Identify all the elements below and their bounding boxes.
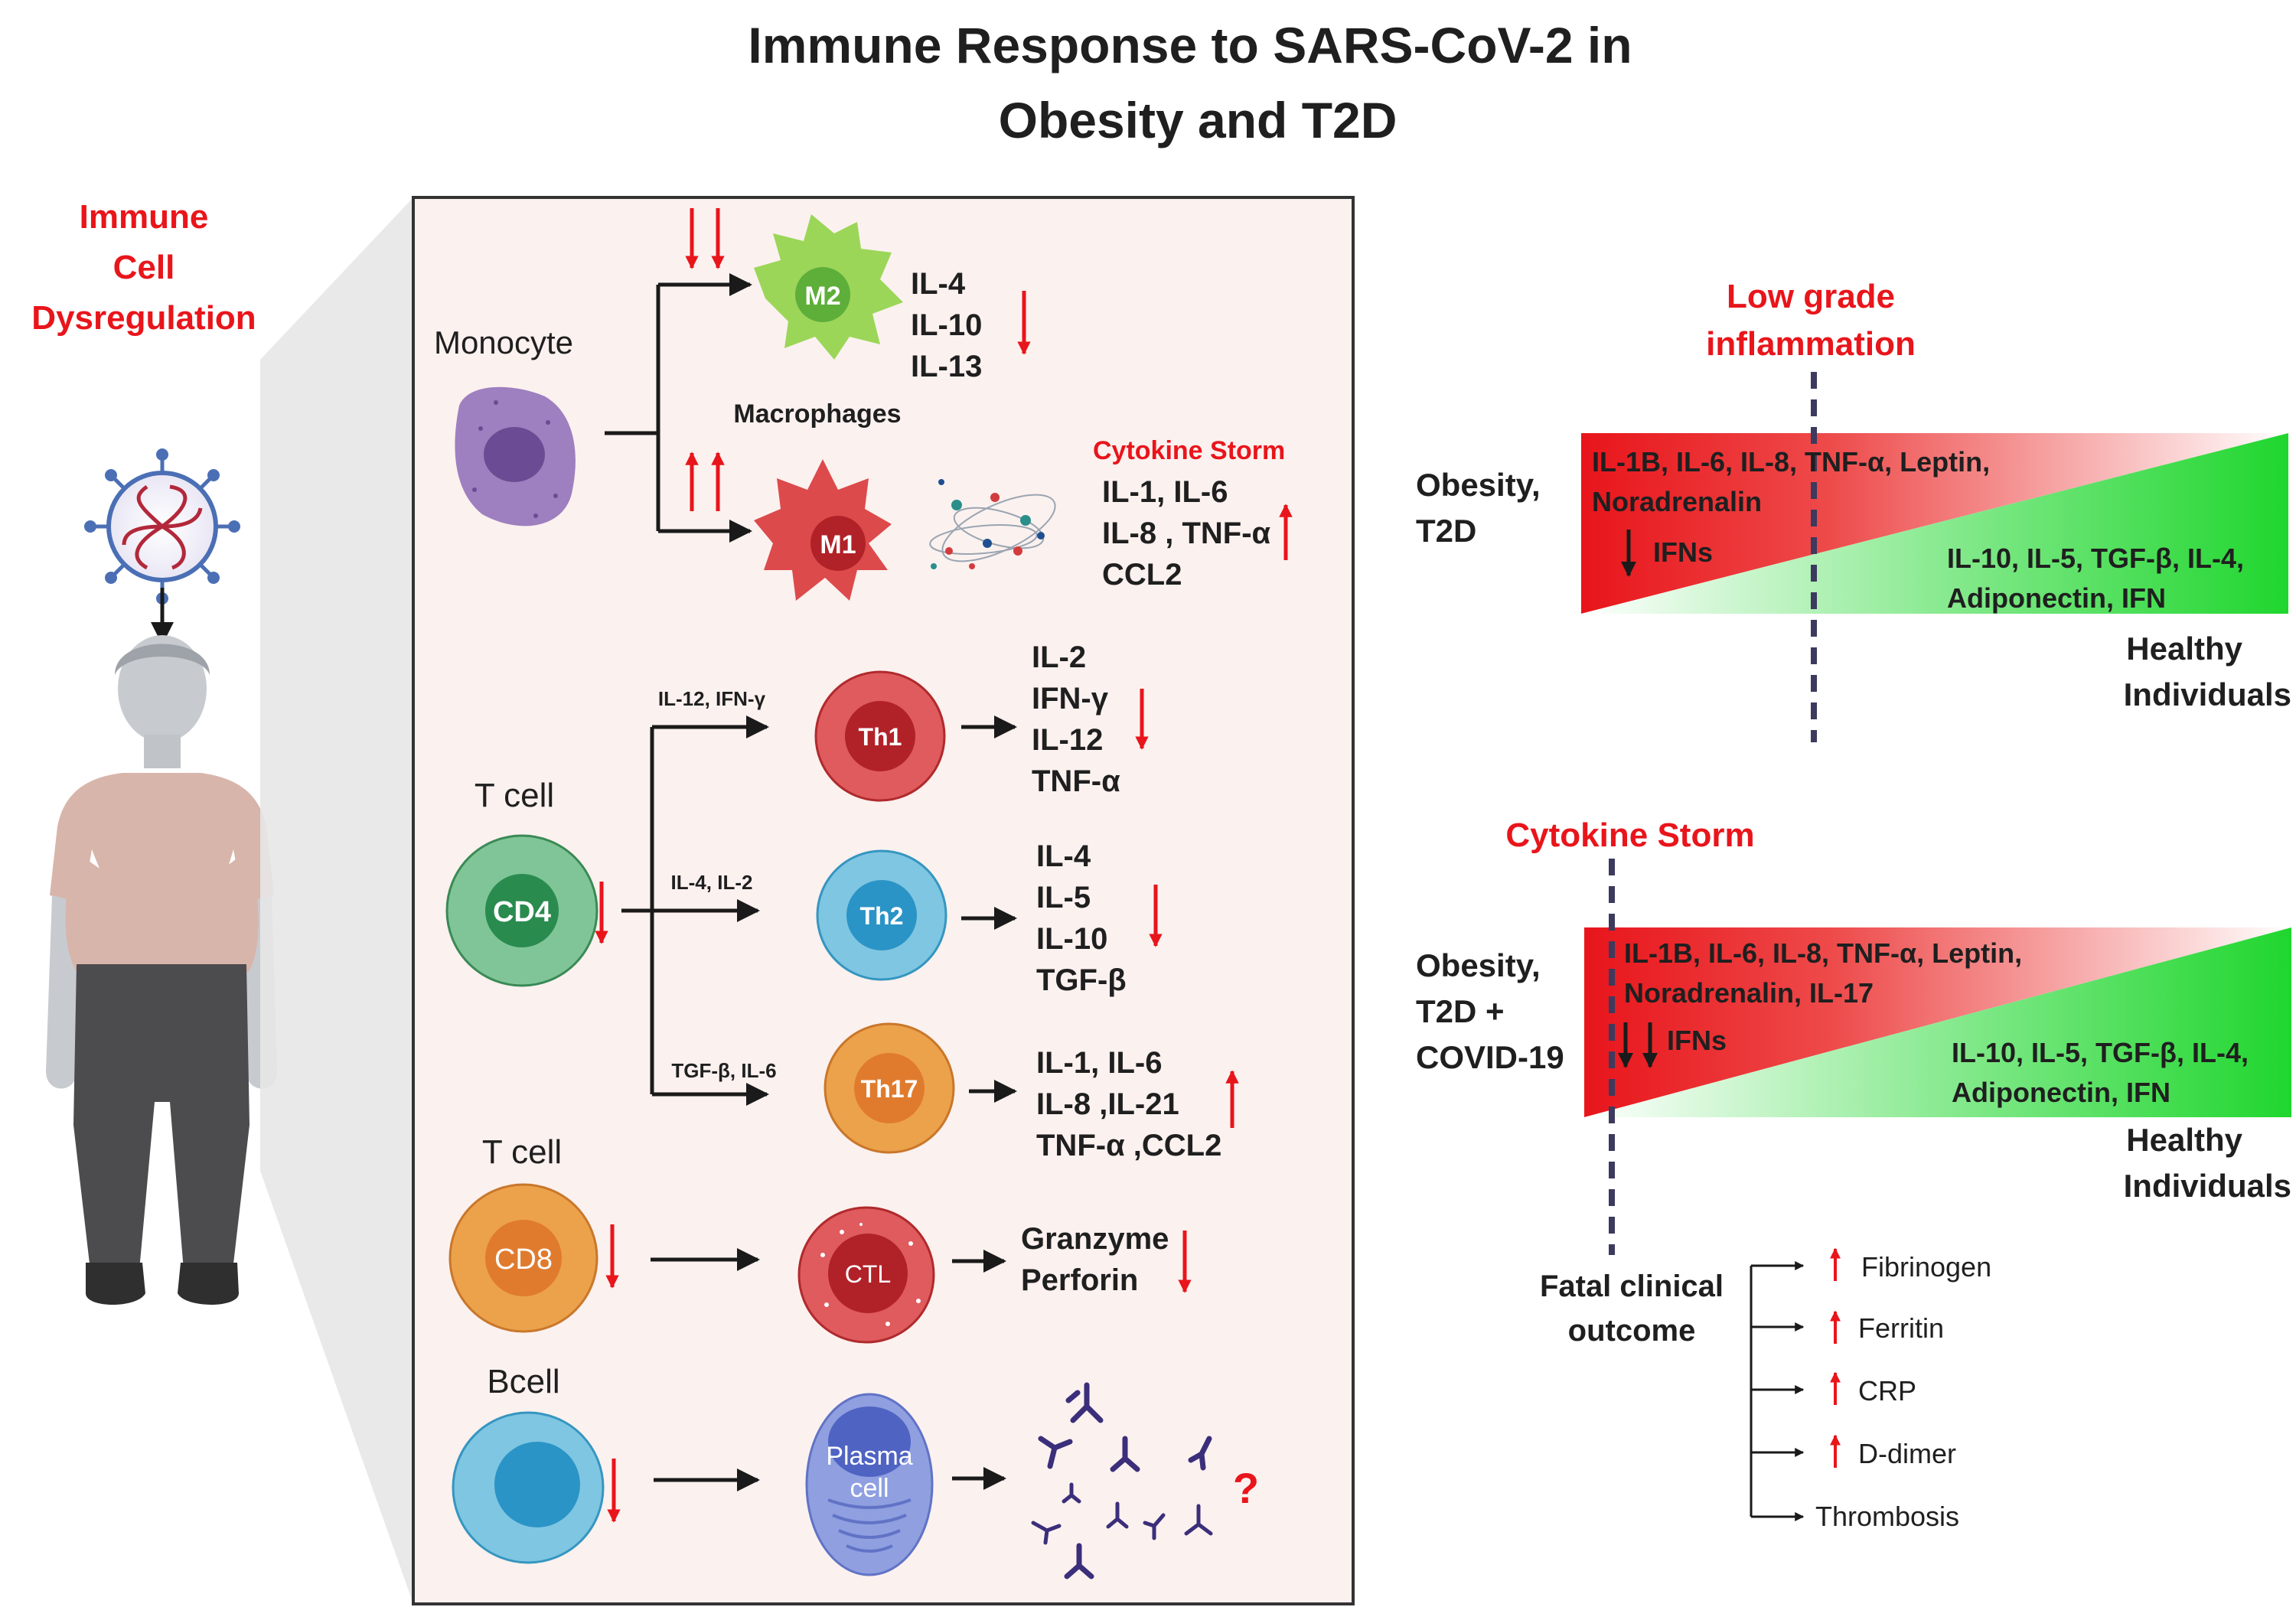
monocyte-cell bbox=[455, 386, 576, 526]
th2-path-label: IL-4, IL-2 bbox=[671, 871, 753, 894]
bottom-antiinflammatory-line-1: IL-10, IL-5, TGF-β, IL-4, bbox=[1952, 1037, 2249, 1068]
immune-label-line-2: Cell bbox=[113, 249, 175, 286]
th1-label: Th1 bbox=[859, 723, 902, 751]
ctl-label: CTL bbox=[845, 1260, 891, 1288]
immune-label-line-3: Dysregulation bbox=[31, 299, 256, 337]
antiinflammatory-wedge-bottom bbox=[1584, 927, 2291, 1117]
th1-cytokine-3: IL-12 bbox=[1032, 723, 1103, 757]
th1-cytokine-2: IFN-γ bbox=[1032, 682, 1109, 715]
outcome-marker-thrombosis: Thrombosis bbox=[1815, 1501, 1959, 1532]
bottom-healthy-line-2: Individuals bbox=[2124, 1168, 2291, 1204]
cd8-tcell: CD8 bbox=[448, 1183, 598, 1333]
fatal-outcome-line-2: outcome bbox=[1568, 1314, 1696, 1348]
outcome-marker-crp: CRP bbox=[1858, 1375, 1916, 1407]
bottom-group-line-1: Obesity, bbox=[1416, 947, 1541, 983]
cd8-tcell-title: T cell bbox=[482, 1133, 562, 1171]
plasma-cell-label-line-2: cell bbox=[850, 1474, 889, 1503]
unknown-mark: ? bbox=[1233, 1464, 1259, 1512]
outcome-marker-fibrinogen: Fibrinogen bbox=[1861, 1251, 1991, 1283]
th2-cytokine-4: TGF-β bbox=[1036, 963, 1127, 997]
low-grade-label-line-1: Low grade bbox=[1727, 278, 1895, 315]
bcell-title: Bcell bbox=[487, 1363, 559, 1400]
cd8-label: CD8 bbox=[494, 1244, 553, 1276]
cd4-label: CD4 bbox=[493, 896, 551, 928]
th17-label: Th17 bbox=[861, 1075, 918, 1103]
top-antiinflammatory-line-2: Adiponectin, IFN bbox=[1947, 582, 2166, 614]
m2-cytokine-2: IL-10 bbox=[911, 308, 982, 342]
low-grade-label-line-2: inflammation bbox=[1706, 325, 1916, 363]
title-line-1: Immune Response to SARS-CoV-2 in bbox=[748, 17, 1632, 73]
th2-cytokine-1: IL-4 bbox=[1036, 839, 1091, 873]
m1-cytokine-2: IL-8 , TNF-α bbox=[1102, 517, 1271, 550]
top-healthy-line-2: Individuals bbox=[2124, 676, 2291, 712]
m1-cytokine-storm-label: Cytokine Storm bbox=[1093, 436, 1285, 465]
th17-cytokine-3: TNF-α ,CCL2 bbox=[1036, 1129, 1221, 1162]
th1-cytokine-1: IL-2 bbox=[1032, 641, 1086, 674]
obese-person-figure bbox=[46, 635, 277, 1305]
th1-path-label: IL-12, IFN-γ bbox=[658, 687, 766, 710]
double-down-arrow-m2 bbox=[685, 208, 725, 269]
m2-macrophage-cell: M2 bbox=[754, 214, 903, 360]
top-proinflammatory-line-2: Noradrenalin bbox=[1592, 486, 1762, 517]
th17-cytokine-2: IL-8 ,IL-21 bbox=[1036, 1087, 1179, 1121]
bottom-group-line-2: T2D + bbox=[1416, 993, 1505, 1029]
top-antiinflammatory-line-1: IL-10, IL-5, TGF-β, IL-4, bbox=[1947, 543, 2244, 574]
th2-cell: Th2 bbox=[816, 849, 947, 981]
virus-icon bbox=[84, 448, 240, 605]
cytokine-storm-label: Cytokine Storm bbox=[1505, 817, 1754, 854]
th1-cytokine-4: TNF-α bbox=[1032, 764, 1120, 798]
b-cell bbox=[452, 1411, 605, 1564]
ctl-product-1: Granzyme bbox=[1021, 1222, 1169, 1256]
ctl-cell: CTL bbox=[797, 1206, 935, 1344]
th17-path-label: TGF-β, IL-6 bbox=[671, 1059, 776, 1082]
th17-cytokine-1: IL-1, IL-6 bbox=[1036, 1046, 1162, 1080]
zoom-funnel bbox=[260, 197, 413, 1604]
bottom-ifn-double-down-arrow bbox=[1618, 1022, 1658, 1068]
m1-label: M1 bbox=[820, 530, 856, 559]
immune-label-line-1: Immune bbox=[80, 198, 209, 236]
th17-cell: Th17 bbox=[823, 1022, 955, 1154]
bottom-antiinflammatory-line-2: Adiponectin, IFN bbox=[1952, 1077, 2170, 1108]
plasma-cell: Plasma cell bbox=[805, 1393, 934, 1576]
m1-cytokine-3: CCL2 bbox=[1102, 558, 1182, 592]
bottom-proinflammatory-line-1: IL-1B, IL-6, IL-8, TNF-α, Leptin, bbox=[1624, 937, 2022, 969]
bottom-proinflammatory-line-2: Noradrenalin, IL-17 bbox=[1624, 977, 1874, 1009]
bottom-ifn-label: IFNs bbox=[1667, 1025, 1727, 1056]
m1-cytokine-1: IL-1, IL-6 bbox=[1102, 475, 1228, 509]
ctl-product-2: Perforin bbox=[1021, 1263, 1138, 1297]
title-line-2: Obesity and T2D bbox=[999, 92, 1397, 148]
top-healthy-line-1: Healthy bbox=[2126, 631, 2242, 667]
top-proinflammatory-line-1: IL-1B, IL-6, IL-8, TNF-α, Leptin, bbox=[1592, 446, 1990, 478]
cd4-tcell: CD4 bbox=[445, 834, 598, 987]
m2-label: M2 bbox=[804, 282, 840, 311]
m1-macrophage-cell: M1 bbox=[754, 459, 892, 601]
th2-cytokine-3: IL-10 bbox=[1036, 922, 1107, 956]
fatal-outcome-line-1: Fatal clinical bbox=[1540, 1270, 1724, 1303]
cd4-tcell-title: T cell bbox=[475, 777, 554, 814]
bottom-group-line-3: COVID-19 bbox=[1416, 1039, 1564, 1075]
th2-label: Th2 bbox=[860, 902, 904, 930]
th1-cell: Th1 bbox=[814, 670, 946, 802]
top-ifn-label: IFNs bbox=[1653, 536, 1713, 568]
top-group-line-2: T2D bbox=[1416, 513, 1476, 549]
bottom-healthy-line-1: Healthy bbox=[2126, 1122, 2242, 1158]
outcome-marker-d-dimer: D-dimer bbox=[1858, 1438, 1956, 1469]
top-group-line-1: Obesity, bbox=[1416, 467, 1541, 503]
m2-cytokine-1: IL-4 bbox=[911, 267, 966, 301]
outcome-marker-ferritin: Ferritin bbox=[1858, 1312, 1944, 1344]
plasma-cell-label-line-1: Plasma bbox=[826, 1442, 912, 1471]
cytokine-particles-icon bbox=[929, 479, 1056, 569]
double-up-arrow-m1 bbox=[685, 451, 725, 511]
antibodies-icon bbox=[1031, 1382, 1213, 1579]
antiinflammatory-wedge-top bbox=[1581, 433, 2288, 614]
macrophages-label: Macrophages bbox=[733, 399, 901, 429]
monocyte-label: Monocyte bbox=[434, 324, 573, 360]
m2-cytokine-3: IL-13 bbox=[911, 350, 982, 383]
th2-cytokine-2: IL-5 bbox=[1036, 881, 1091, 914]
